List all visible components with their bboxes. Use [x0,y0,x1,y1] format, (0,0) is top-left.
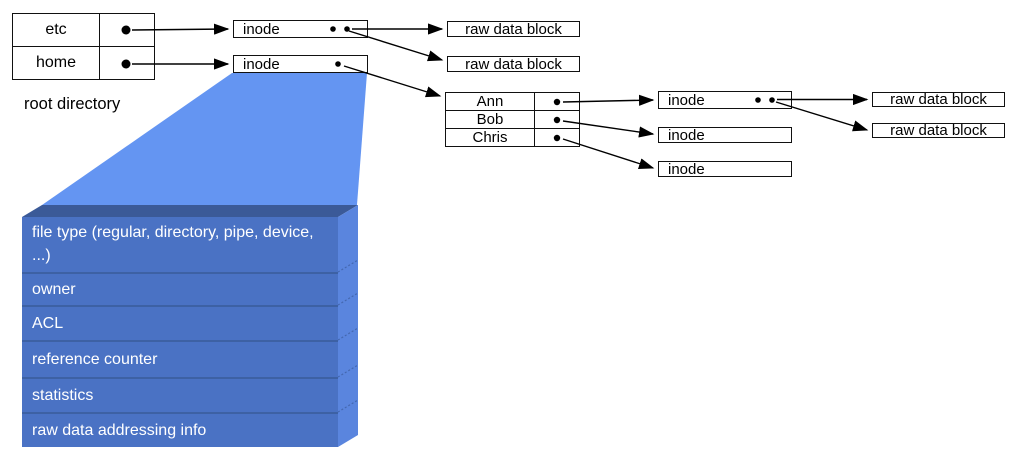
table-row: Bob [446,110,579,128]
root-directory-table: etc home [12,13,155,80]
raw-data-block: raw data block [447,56,580,72]
dir-entry-name: etc [13,14,100,46]
dir-entry-pointer-cell [100,14,154,46]
inode-box-bob: inode [658,127,792,143]
home-directory-table: Ann Bob Chris [445,92,580,147]
dir-entry-name: home [13,47,100,79]
raw-data-block: raw data block [872,123,1005,138]
dir-entry-name: Ann [446,93,535,110]
inode-field-statistics: statistics [22,377,338,412]
block-side-face [338,205,358,447]
inode-detail-block: file type (regular, directory, pipe, dev… [22,217,338,447]
inode-box-ann: inode [658,91,792,109]
block-top-face [22,205,358,217]
dir-entry-pointer-cell [535,129,579,146]
raw-data-block: raw data block [872,92,1005,107]
root-directory-caption: root directory [24,95,121,113]
dir-entry-pointer-cell [535,111,579,128]
dir-entry-pointer-cell [535,93,579,110]
inode-field-raw-data-addressing: raw data addressing info [22,412,338,447]
table-row: home [13,46,154,79]
inode-field-acl: ACL [22,305,338,340]
inode-box-home: inode [233,55,368,73]
inode-box-chris: inode [658,161,792,177]
table-row: etc [13,14,154,46]
dir-entry-name: Chris [446,129,535,146]
inode-box-etc: inode [233,20,368,38]
inode-field-owner: owner [22,272,338,305]
inode-field-file-type: file type (regular, directory, pipe, dev… [32,224,314,264]
inode-field-reference-counter: reference counter [22,340,338,377]
raw-data-block: raw data block [447,21,580,37]
zoom-funnel-shape [42,73,367,205]
dir-entry-pointer-cell [100,47,154,79]
block-side-edges [337,259,359,413]
table-row: Chris [446,128,579,146]
table-row: Ann [446,93,579,110]
dir-entry-name: Bob [446,111,535,128]
